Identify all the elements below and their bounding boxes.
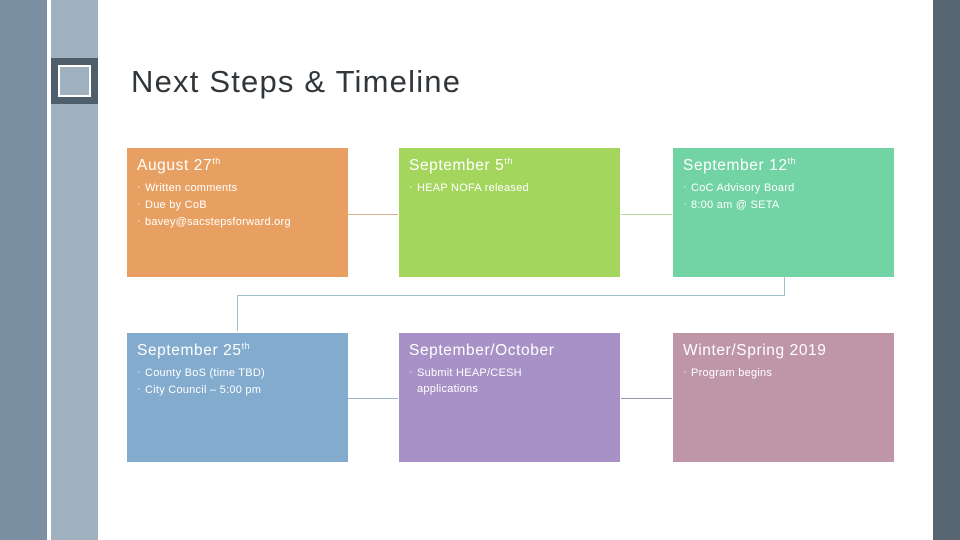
timeline-card-september-25[interactable]: September 25th County BoS (time TBD) Cit… (127, 333, 348, 462)
timeline-card-title-text: September 12 (683, 157, 788, 174)
timeline-card-title: September 12th (683, 156, 885, 175)
list-item: CoC Advisory Board (683, 180, 885, 197)
list-item: 8:00 am @ SETA (683, 197, 885, 214)
list-item: County BoS (time TBD) (137, 365, 339, 382)
list-item: Program begins (683, 365, 885, 382)
timeline-card-september-october[interactable]: September/October Submit HEAP/CESH appli… (399, 333, 620, 462)
page-title: Next Steps & Timeline (131, 64, 462, 99)
list-item: Written comments (137, 180, 339, 197)
connector-september25-to-september-october (348, 398, 398, 399)
timeline-card-august-27[interactable]: August 27th Written comments Due by CoB … (127, 148, 348, 277)
timeline-card-title: September 25th (137, 341, 339, 360)
timeline-card-bullet-list: Submit HEAP/CESH applications (409, 365, 611, 397)
timeline-card-title: Winter/Spring 2019 (683, 341, 885, 360)
connector-august27-to-september5 (348, 214, 398, 215)
right-accent-bar (933, 0, 960, 540)
timeline-card-september-5[interactable]: September 5th HEAP NOFA released (399, 148, 620, 277)
list-item: Due by CoB (137, 197, 339, 214)
timeline-card-title-suffix: th (241, 340, 251, 351)
connector-down-to-september25-segment (237, 295, 238, 331)
timeline-card-title-suffix: th (787, 155, 797, 166)
timeline-card-winter-spring-2019[interactable]: Winter/Spring 2019 Program begins (673, 333, 894, 462)
timeline-card-bullet-list: Program begins (683, 365, 885, 382)
timeline-card-title: September 5th (409, 156, 611, 175)
timeline-card-title-text: September 5 (409, 157, 505, 174)
timeline-card-title: September/October (409, 341, 611, 360)
timeline-card-title-suffix: th (212, 155, 221, 166)
timeline-card-bullet-list: County BoS (time TBD) City Council – 5:0… (137, 365, 339, 399)
connector-september12-down-segment (784, 277, 785, 296)
list-item: Submit HEAP/CESH applications (409, 365, 567, 397)
list-item: City Council – 5:00 pm (137, 382, 339, 399)
timeline-card-title-text: September/October (409, 342, 555, 359)
timeline-card-title-text: Winter/Spring 2019 (683, 342, 827, 359)
timeline-card-bullet-list: CoC Advisory Board 8:00 am @ SETA (683, 180, 885, 214)
connector-september-october-to-winter-spring (621, 398, 672, 399)
list-item: bavey@sacstepsforward.org (137, 214, 339, 231)
timeline-card-title: August 27th (137, 156, 339, 175)
timeline-card-bullet-list: Written comments Due by CoB bavey@sacste… (137, 180, 339, 231)
timeline-card-bullet-list: HEAP NOFA released (409, 180, 611, 197)
left-accent-square-inner (58, 65, 91, 97)
timeline-card-title-text: September 25 (137, 342, 242, 359)
timeline-card-september-12[interactable]: September 12th CoC Advisory Board 8:00 a… (673, 148, 894, 277)
timeline-card-title-text: August 27 (137, 157, 213, 174)
list-item: HEAP NOFA released (409, 180, 611, 197)
timeline-card-title-suffix: th (504, 155, 514, 166)
connector-row1-to-row2-horizontal-segment (237, 295, 785, 296)
left-accent-bar-dark (0, 0, 47, 540)
connector-september5-to-september12 (621, 214, 672, 215)
left-accent-square-icon (51, 58, 98, 104)
